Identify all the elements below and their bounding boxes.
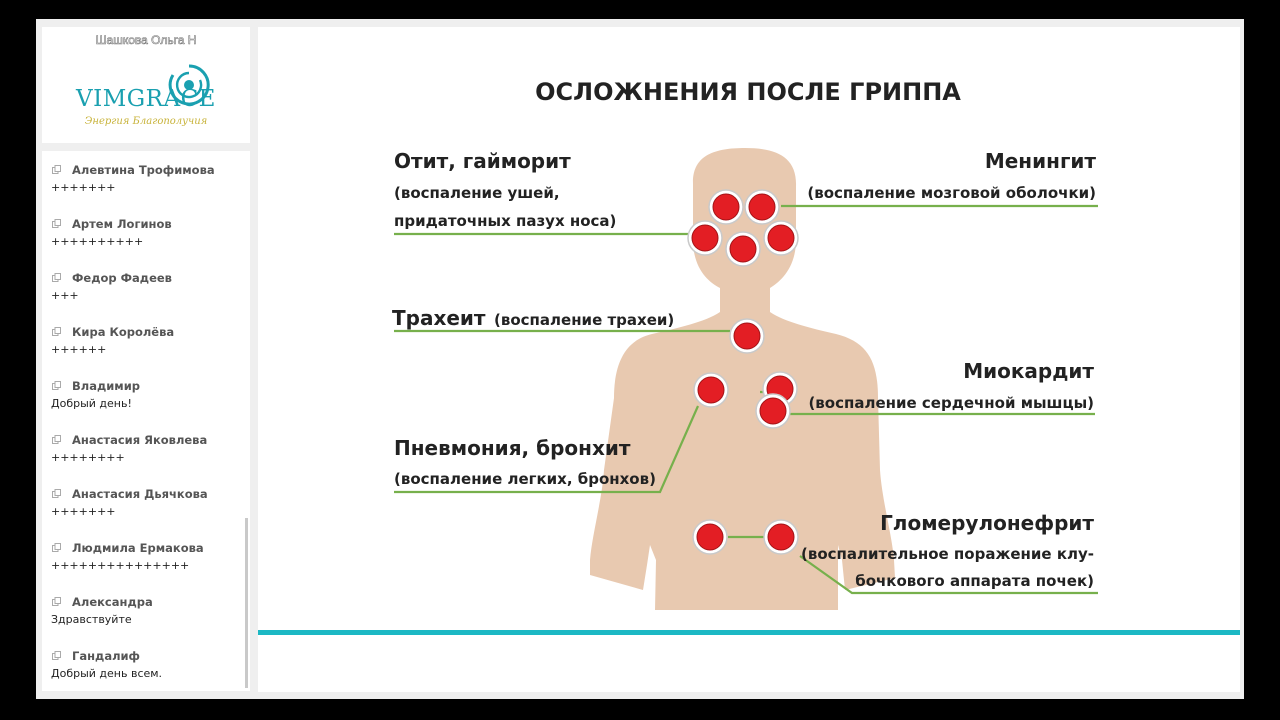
chat-scrollbar[interactable] (245, 518, 248, 688)
copy-icon[interactable] (52, 273, 61, 282)
label-pneumonia-title: Пневмония, бронхит (394, 436, 631, 460)
chat-panel[interactable]: Алевтина Трофимова +++++++ Артем Логинов… (42, 151, 250, 691)
copy-icon[interactable] (52, 219, 61, 228)
chat-text: ++++++++ (51, 451, 125, 464)
presentation-slide: ОСЛОЖНЕНИЯ ПОСЛЕ ГРИППА Отит, гайморит (… (258, 27, 1240, 692)
chat-text: Здравствуйте (51, 613, 132, 626)
label-pneumonia-desc: (воспаление легких, бронхов) (394, 470, 656, 488)
slide-canvas: ОСЛОЖНЕНИЯ ПОСЛЕ ГРИППА Отит, гайморит (… (258, 78, 1240, 635)
inflammation-markers (687, 189, 799, 555)
vimgrace-logo-icon (168, 64, 210, 106)
copy-icon[interactable] (52, 489, 61, 498)
copy-icon[interactable] (52, 651, 61, 660)
brand-panel: Шашкова Ольга Н VIMGRACE Энергия Благопо… (42, 27, 250, 143)
marker-heart (755, 393, 791, 429)
chat-text: ++++++ (51, 343, 107, 356)
label-glomerulo-title: Гломерулонефрит (880, 511, 1094, 535)
chat-text: +++++++++++++++ (51, 559, 190, 572)
body-silhouette (590, 148, 895, 610)
label-tracheitis-desc: (воспаление трахеи) (494, 311, 674, 329)
marker-ear-right (744, 189, 780, 225)
marker-kidney-left (692, 519, 728, 555)
slide-title: ОСЛОЖНЕНИЯ ПОСЛЕ ГРИППА (535, 78, 961, 106)
marker-trachea (729, 318, 765, 354)
logo-text: VIMGRACE (76, 86, 216, 112)
logo-tagline: Энергия Благополучия (84, 116, 208, 127)
label-otitis-desc2: придаточных пазух носа) (394, 212, 616, 230)
chat-author: Людмила Ермакова (72, 541, 204, 555)
marker-sinus-right (763, 220, 799, 256)
marker-bronchus (693, 372, 729, 408)
label-meningitis-title: Менингит (985, 149, 1097, 173)
label-otitis-title: Отит, гайморит (394, 149, 571, 173)
label-tracheitis-title: Трахеит (392, 306, 486, 330)
label-glomerulo-desc: (воспалительное поражение клу- (801, 545, 1094, 563)
label-otitis-desc: (воспаление ушей, (394, 184, 560, 202)
chat-author: Артем Логинов (72, 217, 172, 231)
marker-ear-left (708, 189, 744, 225)
chat-author: Кира Королёва (72, 325, 175, 339)
chat-author: Алевтина Трофимова (72, 163, 215, 177)
copy-icon[interactable] (52, 381, 61, 390)
copy-icon[interactable] (52, 165, 61, 174)
label-glomerulo-desc2: бочкового аппарата почек) (855, 572, 1094, 590)
marker-kidney-right (763, 519, 799, 555)
chat-author: Гандалиф (72, 649, 140, 663)
chat-author: Федор Фадеев (72, 271, 172, 285)
chat-author: Анастасия Дьячкова (72, 487, 208, 501)
chat-author: Анастасия Яковлева (72, 433, 208, 447)
marker-sinus-left (687, 220, 723, 256)
chat-text: +++ (51, 289, 79, 302)
slide-accent-bar (258, 630, 1240, 635)
chat-text: Добрый день! (51, 397, 132, 410)
label-myocarditis-title: Миокардит (963, 359, 1094, 383)
chat-author: Александра (72, 595, 153, 609)
chat-text: +++++++ (51, 505, 116, 518)
label-meningitis-desc: (воспаление мозговой оболочки) (807, 184, 1096, 202)
chat-author: Владимир (72, 379, 140, 393)
user-name: Шашкова Ольга Н (95, 33, 197, 48)
chat-text: Добрый день всем. (51, 667, 163, 680)
label-myocarditis-desc: (воспаление сердечной мышцы) (808, 394, 1094, 412)
chat-text: +++++++ (51, 181, 116, 194)
chat-text: ++++++++++ (51, 235, 144, 248)
copy-icon[interactable] (52, 543, 61, 552)
copy-icon[interactable] (52, 435, 61, 444)
copy-icon[interactable] (52, 327, 61, 336)
copy-icon[interactable] (52, 597, 61, 606)
marker-nose (725, 231, 761, 267)
